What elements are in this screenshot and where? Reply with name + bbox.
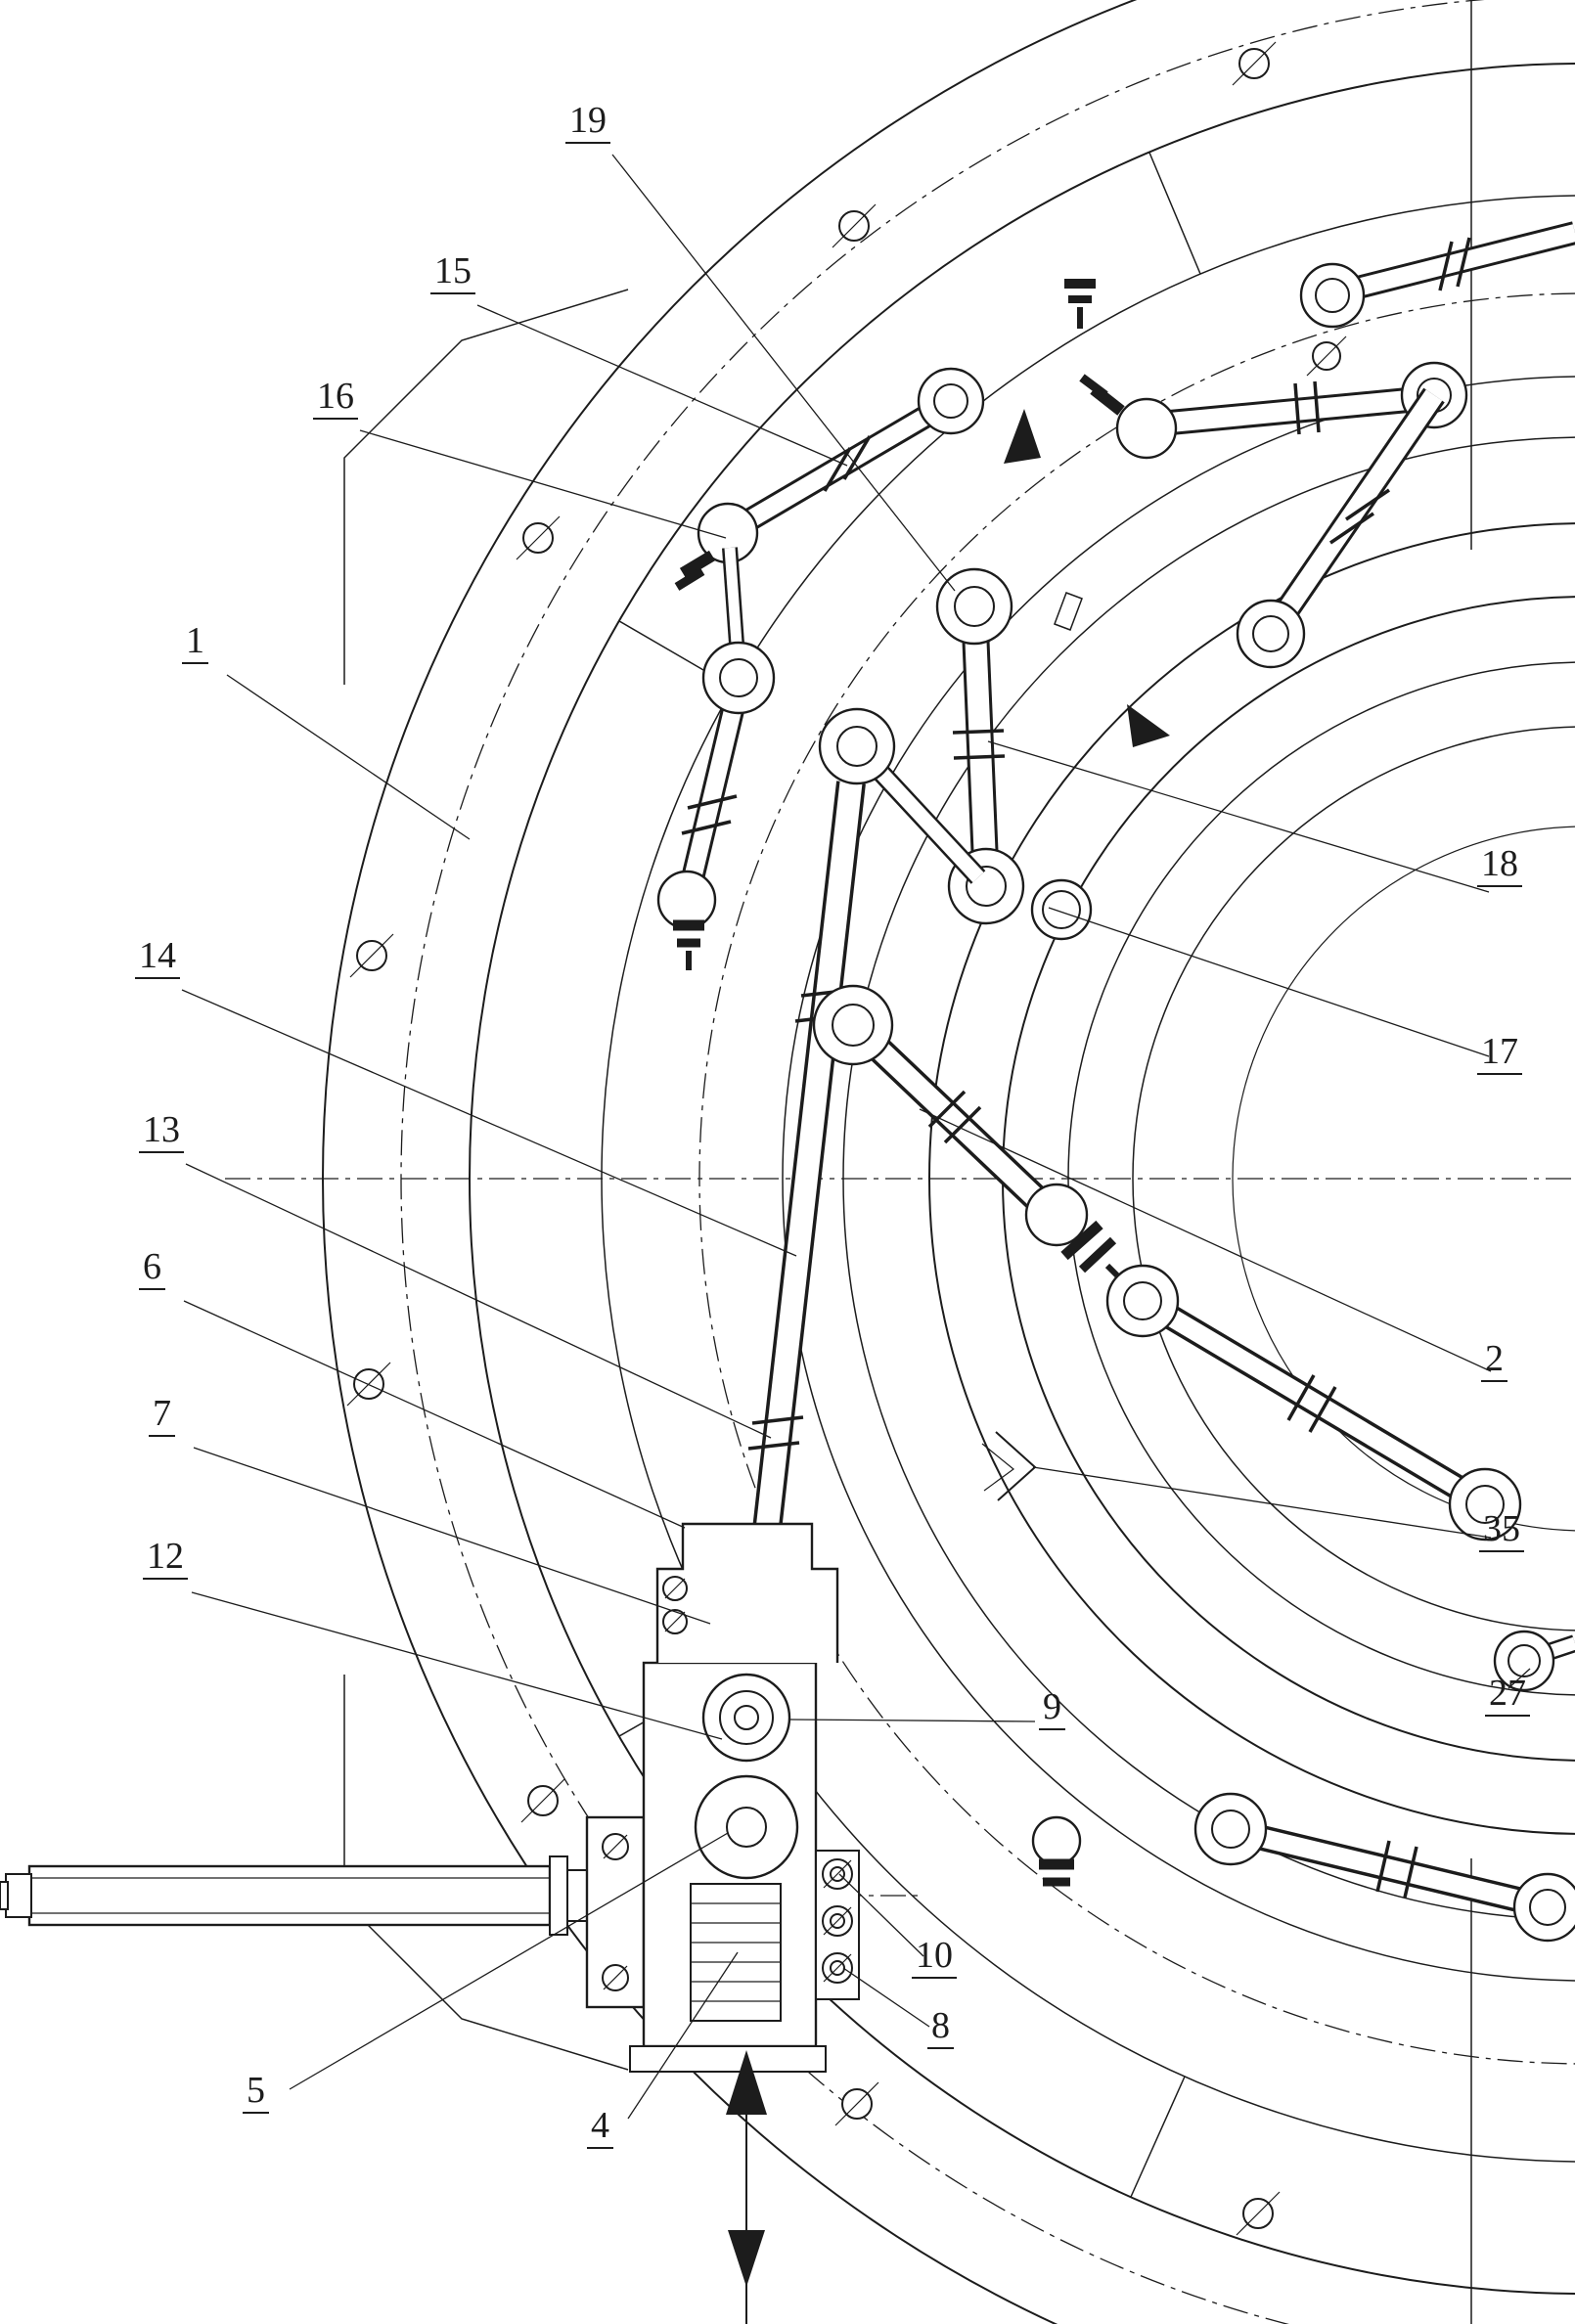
link-stem	[722, 547, 745, 658]
direction-arrows	[726, 409, 1170, 2324]
flange-bolt-holes	[346, 41, 1347, 2236]
ball-joint	[1024, 1183, 1089, 1247]
leader-4	[627, 1951, 739, 2120]
vane-lever-arm	[1105, 1264, 1522, 1542]
part-label-2: 2	[1481, 1339, 1508, 1382]
base-plate	[629, 2045, 827, 2073]
bolt-hole	[1306, 335, 1347, 377]
leader-5	[289, 1832, 729, 2090]
part-label-17: 17	[1477, 1032, 1522, 1075]
centerlines	[225, 0, 1575, 2324]
part-label-15: 15	[430, 251, 475, 294]
flange-bolt	[602, 1833, 629, 1860]
pinion-gear	[694, 1774, 799, 1880]
leader-35	[1032, 1466, 1492, 1539]
bolt-hole	[1232, 41, 1277, 86]
bracket-bolt	[662, 1576, 688, 1601]
bolt	[822, 1858, 853, 1890]
vane-lever-arm	[1236, 387, 1445, 669]
leader-9	[789, 1719, 1036, 1722]
bolt	[822, 1952, 853, 1984]
part-label-19: 19	[565, 101, 610, 144]
bolt	[822, 1905, 853, 1937]
plate-step-contours	[343, 152, 1201, 2198]
part-label-7: 7	[149, 1394, 175, 1437]
leader-7	[193, 1447, 711, 1625]
bolt-hole	[834, 2081, 879, 2126]
part-label-27: 27	[1485, 1674, 1530, 1717]
leader-19	[611, 154, 956, 592]
hex-bolt	[1064, 279, 1096, 329]
side-bolt-plate	[815, 1850, 860, 2000]
rack	[690, 1883, 782, 2022]
flange-bolt	[602, 1964, 629, 1991]
section-mark	[1054, 592, 1083, 631]
bolt-hole	[832, 203, 877, 248]
leader-27	[1508, 1668, 1531, 1689]
leader-17	[1048, 907, 1490, 1057]
leader-8	[842, 1967, 930, 2028]
bolt-hole	[520, 1778, 565, 1823]
leader-16	[359, 429, 727, 539]
bracket-bolt	[662, 1609, 688, 1634]
turnbuckle-link-15-16	[674, 367, 985, 591]
ball-joint	[656, 870, 717, 930]
part-label-8: 8	[927, 2006, 954, 2049]
actuator-drive-link	[812, 984, 1126, 1284]
leader-2	[919, 1108, 1492, 1372]
connector-link	[857, 748, 986, 884]
ball-joint	[1115, 397, 1178, 460]
pivot-bushing	[1030, 878, 1093, 941]
part-label-5: 5	[243, 2071, 269, 2114]
bolt-hole	[1236, 2191, 1281, 2236]
part-label-6: 6	[139, 1247, 165, 1290]
actuator-assembly	[0, 1522, 920, 2073]
leader-1	[226, 674, 471, 840]
leader-13	[185, 1163, 772, 1439]
vane-lever-linkages	[656, 221, 1575, 1943]
rotation-arrow-icon	[1127, 704, 1170, 747]
part-label-18: 18	[1477, 844, 1522, 887]
part-label-35: 35	[1479, 1509, 1524, 1552]
leader-15	[476, 304, 848, 467]
support-bracket	[655, 1522, 839, 1663]
vane-lever-arm	[1299, 221, 1575, 329]
part-label-1: 1	[182, 621, 208, 664]
rod-end-cap	[5, 1873, 32, 1918]
part-label-12: 12	[143, 1537, 188, 1580]
leader-12	[191, 1591, 723, 1740]
bolt-hole	[516, 515, 561, 560]
bolt-hole	[349, 933, 394, 978]
leader-10	[838, 1873, 924, 1957]
part-label-14: 14	[135, 936, 180, 979]
leader-14	[181, 989, 797, 1257]
part-label-4: 4	[587, 2106, 613, 2149]
pivot-boss-washer	[701, 1673, 791, 1763]
leader-6	[183, 1300, 686, 1529]
part-label-16: 16	[313, 377, 358, 420]
ball-joint	[1031, 1815, 1082, 1866]
part-label-10: 10	[912, 1936, 957, 1979]
pivot-eye-27	[1493, 1630, 1575, 1692]
leader-lines	[181, 154, 1531, 2120]
part-label-13: 13	[139, 1110, 184, 1153]
leader-18	[987, 740, 1490, 893]
actuation-double-arrow-icon	[726, 2050, 767, 2324]
rotation-arrow-icon	[1004, 409, 1041, 464]
rod-collar	[549, 1855, 568, 1936]
vane-lever-arm	[1031, 1792, 1575, 1943]
piston-rod	[27, 1864, 552, 1927]
ring-notch	[981, 1431, 1037, 1501]
part-label-9: 9	[1039, 1687, 1065, 1730]
adjusting-link-left	[656, 641, 776, 970]
